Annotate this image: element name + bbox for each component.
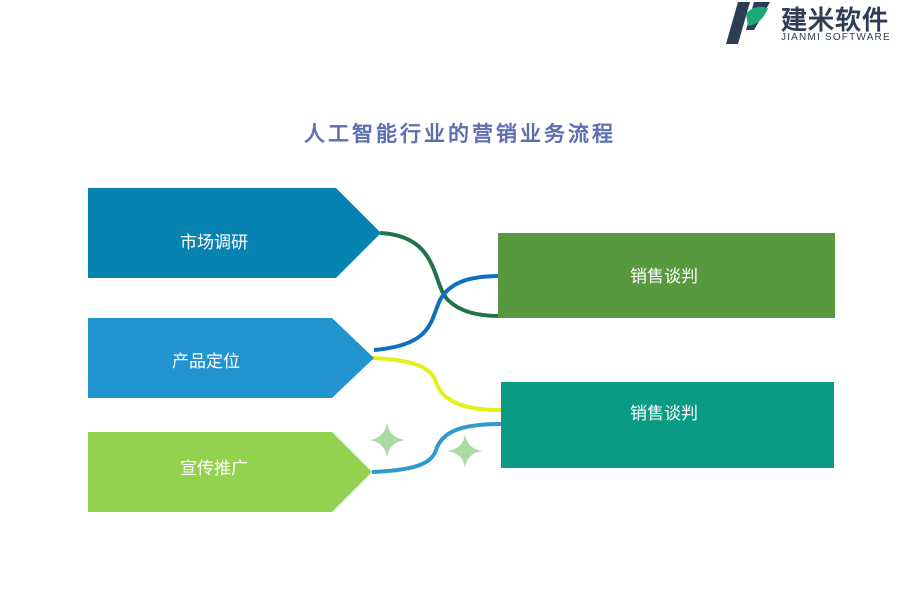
step-shape-sales-negotiation-1	[498, 233, 835, 318]
step-label-promotion: 宣传推广	[180, 459, 248, 479]
step-shape-product-positioning	[88, 318, 374, 398]
step-shape-sales-negotiation-2	[501, 382, 834, 468]
brand-name-en: JIANMI SOFTWARE	[781, 32, 891, 43]
step-label-sales-negotiation-1: 销售谈判	[630, 267, 698, 287]
connector-4	[371, 422, 502, 474]
sparkle-icon	[369, 422, 405, 458]
step-label-sales-negotiation-2: 销售谈判	[630, 404, 698, 424]
brand-logo: 建米软件 JIANMI SOFTWARE	[724, 0, 900, 50]
diagram-title: 人工智能行业的营销业务流程	[304, 121, 616, 146]
step-shape-market-research	[88, 188, 381, 278]
step-shape-promotion	[88, 432, 372, 512]
connector-2	[373, 274, 501, 352]
sparkle-icon	[447, 434, 483, 468]
step-label-product-positioning: 产品定位	[172, 352, 240, 372]
brand-name-cn: 建米软件	[781, 6, 890, 36]
connector-3	[371, 356, 502, 412]
brand-mark-icon	[726, 2, 770, 44]
step-label-market-research: 市场调研	[180, 233, 248, 253]
